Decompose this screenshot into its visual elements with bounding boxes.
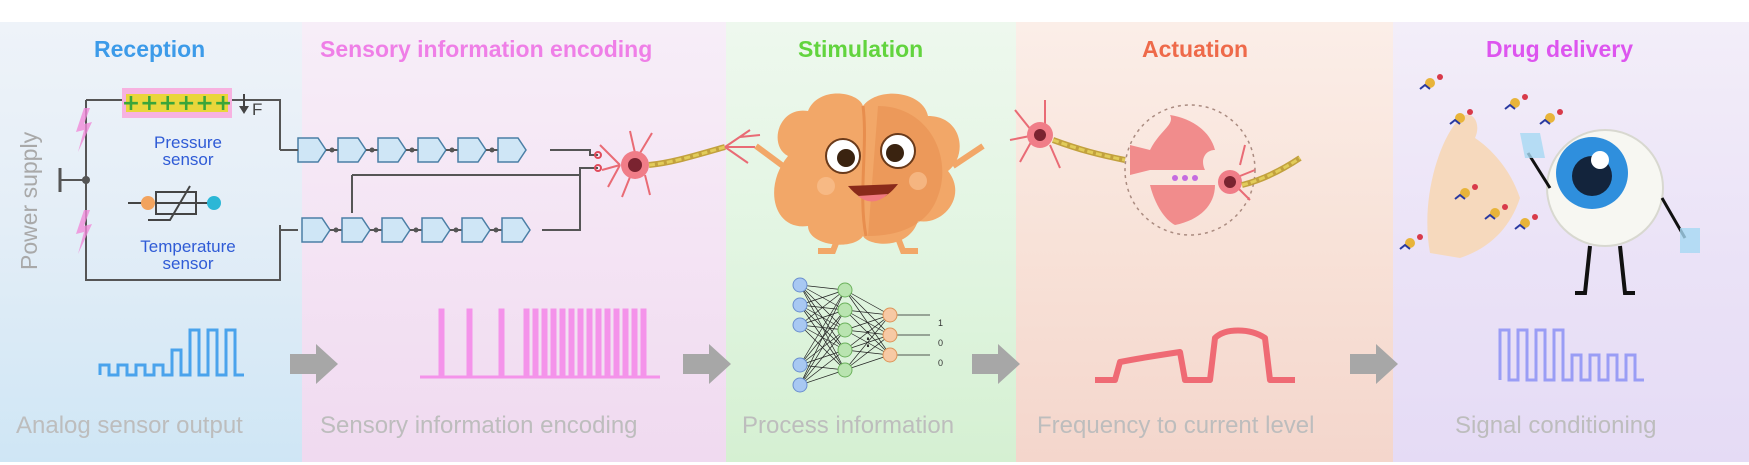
nn-output-1: 1: [938, 318, 944, 328]
encoder-block: [417, 137, 447, 163]
eye-character: [1399, 74, 1700, 295]
encoder-block: [377, 137, 407, 163]
nn-hidden-node: [837, 282, 853, 298]
sensor-circuit: ++++++: [58, 88, 281, 281]
actuation-title: Actuation: [1142, 36, 1249, 62]
drug-molecule: [1425, 78, 1435, 88]
encoder-block: [297, 137, 327, 163]
svg-text:⋮: ⋮: [858, 328, 878, 350]
drug-molecule: [1545, 113, 1555, 123]
brain-character: [754, 93, 985, 254]
arrow-icon: [683, 344, 731, 384]
nn-hidden-node: [837, 342, 853, 358]
force-label: F: [252, 100, 263, 119]
drug-delivery-title: Drug delivery: [1486, 36, 1633, 62]
encoder-block: [381, 217, 411, 243]
encoder-block: [337, 137, 367, 163]
encoder-block: [501, 217, 531, 243]
nn-hidden-node: [837, 322, 853, 338]
neuron-icon: [599, 129, 761, 198]
conditioned-signal-waveform: [1498, 328, 1644, 382]
nn-hidden-node: [837, 302, 853, 318]
pressure-sensor-label: Pressure sensor: [153, 133, 223, 169]
frequency-current-label: Frequency to current level: [1037, 412, 1315, 439]
analog-sensor-waveform: [98, 328, 244, 377]
temperature-sensor-label: Temperature sensor: [140, 237, 236, 273]
current-level-waveform: [1095, 327, 1295, 383]
encoder-block: [497, 137, 527, 163]
encoder-block: [341, 217, 371, 243]
drug-molecule: [1510, 98, 1520, 108]
sensory-encoding-label: Sensory information encoding: [320, 412, 638, 439]
drug-molecule: [1455, 113, 1465, 123]
analog-sensor-output-label: Analog sensor output: [16, 412, 243, 439]
signal-conditioning-label: Signal conditioning: [1455, 412, 1657, 439]
drug-molecule: [1490, 208, 1500, 218]
arrow-icon: [290, 344, 338, 384]
stimulation-title: Stimulation: [798, 36, 924, 62]
encoding-block-chain: [280, 137, 602, 243]
synapse-diagram: [1009, 100, 1302, 236]
encoder-block: [461, 217, 491, 243]
reception-title: Reception: [94, 36, 206, 62]
encoding-title: Sensory information encoding: [320, 36, 653, 62]
encoder-block: [421, 217, 451, 243]
drug-molecule: [1405, 238, 1415, 248]
arrow-icon: [972, 344, 1020, 384]
nn-input-node: [792, 357, 808, 373]
nn-output-3: 0: [938, 358, 944, 368]
encoder-block: [457, 137, 487, 163]
neural-network-diagram: ⋮: [792, 277, 930, 393]
svg-text:++++++: ++++++: [122, 91, 233, 116]
nn-input-node: [792, 277, 808, 293]
nn-output-node: [882, 307, 898, 323]
stimulation-panel: [726, 22, 1016, 462]
nn-input-node: [792, 297, 808, 313]
nn-output-node: [882, 347, 898, 363]
drug-molecule: [1460, 188, 1470, 198]
nn-output-2: 0: [938, 338, 944, 348]
nn-input-node: [792, 317, 808, 333]
spike-train-waveform: [420, 308, 660, 379]
drug-molecule: [1520, 218, 1530, 228]
actuation-panel: [1016, 22, 1393, 462]
nn-input-node: [792, 377, 808, 393]
nn-hidden-node: [837, 362, 853, 378]
process-information-label: Process information: [742, 412, 955, 439]
arrow-icon: [1350, 344, 1398, 384]
encoder-block: [301, 217, 331, 243]
nn-output-node: [882, 327, 898, 343]
